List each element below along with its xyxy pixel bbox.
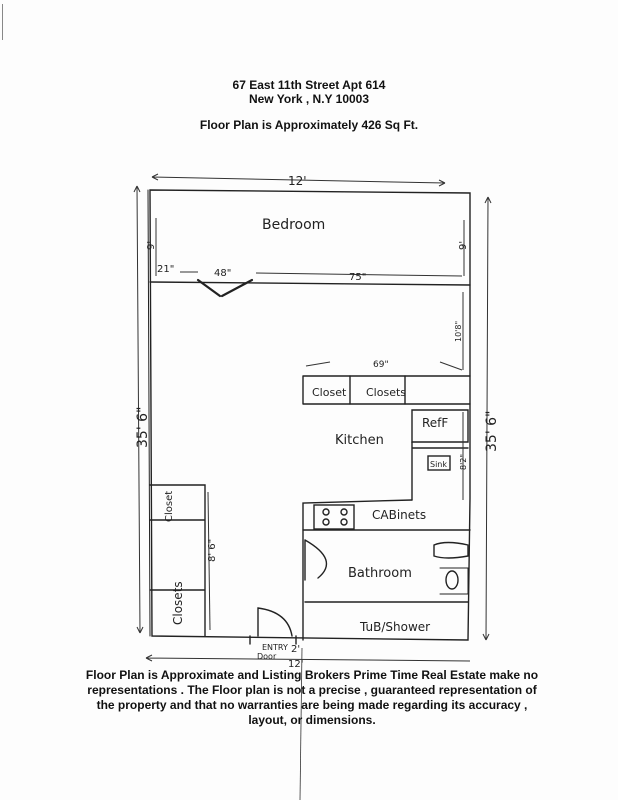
address-line-2: New York , N.Y 10003 [248, 92, 370, 106]
bedroom-wall [149, 281, 471, 286]
outer-wall-inner-left [147, 189, 151, 637]
room-label-bedroom: Bedroom [262, 217, 325, 233]
disclaimer-line-2: representations . The Floor plan is not … [87, 683, 537, 697]
disclaimer: Floor Plan is Approximate and Listing Br… [72, 668, 552, 728]
label-entry: ENTRY [262, 643, 288, 652]
outer-wall [149, 189, 471, 641]
room-label-kitchen: Kitchen [335, 433, 384, 448]
vanity [433, 541, 469, 559]
disclaimer-line-4: layout, or dimensions. [248, 713, 376, 727]
room-label-tub: TuB/Shower [359, 620, 430, 634]
disclaimer-line-1: Floor Plan is Approximate and Listing Br… [85, 668, 539, 682]
dim-label-kitchen-width: 69" [373, 360, 389, 370]
closet-dividers [349, 375, 406, 405]
dim-label-closets-depth: 8' 6" [207, 539, 218, 562]
bathroom-door-swing [304, 539, 328, 581]
disclaimer-line-3: the property and that no warranties are … [96, 698, 528, 712]
dim-label-right-length: 35' 6" [484, 411, 500, 452]
label-closets-left: Closets [171, 581, 185, 625]
sink-area [411, 441, 469, 501]
dim-label-bedroom-left: 9' [146, 241, 157, 250]
kitchen-lower-wall [302, 499, 413, 531]
kitchen-closet-wall [302, 375, 471, 405]
scan-edge-mark [2, 4, 3, 40]
dim-label-closet-width: 21" [157, 264, 174, 275]
disclaimer-scan-line [299, 647, 303, 800]
dim-label-right-mid: 10'8" [454, 321, 463, 342]
dim-top-arrow [151, 173, 446, 187]
label-ref: RefF [422, 416, 448, 430]
dim-label-left-length: 35' 6" [135, 407, 151, 448]
dim-bedroom-row [180, 271, 463, 277]
dim-right-arrow [482, 196, 492, 641]
label-closet-kitchen-2: Closets [366, 386, 406, 399]
label-cabinets: CABinets [372, 508, 426, 522]
dim-label-bottom-width: 12' [288, 659, 303, 670]
dim-label-kitchen-depth: 8'2" [459, 454, 468, 470]
dim-label-door-width: 48" [214, 268, 231, 279]
dim-label-bedroom-right: 9' [458, 241, 469, 250]
dim-label-width-top: 12' [288, 174, 307, 188]
dim-kitchen-top [305, 361, 463, 371]
entry-door [257, 607, 293, 637]
bathroom-wall [302, 529, 471, 641]
label-door: Door [257, 652, 277, 661]
ref-box [411, 409, 469, 443]
toilet [445, 570, 459, 590]
bedroom-door [196, 278, 254, 298]
entry-jambs [249, 635, 297, 645]
stove [313, 504, 355, 530]
address-line-1: 67 East 11th Street Apt 614 [232, 78, 386, 92]
dim-label-entry-width: 2' [291, 644, 300, 655]
room-label-bathroom: Bathroom [348, 566, 412, 581]
left-closet-walls [149, 484, 206, 637]
dim-label-wall-segment: 75" [349, 272, 366, 283]
label-closet-left: Closet [164, 491, 175, 522]
label-closet-kitchen-1: Closet [312, 386, 347, 399]
area-note: Floor Plan is Approximately 426 Sq Ft. [199, 118, 419, 132]
label-sink: Sink [430, 460, 447, 469]
dim-bottom [145, 654, 471, 662]
dim-closets-side [207, 491, 211, 631]
dim-left-arrow [133, 185, 144, 634]
sink-box [427, 455, 451, 471]
